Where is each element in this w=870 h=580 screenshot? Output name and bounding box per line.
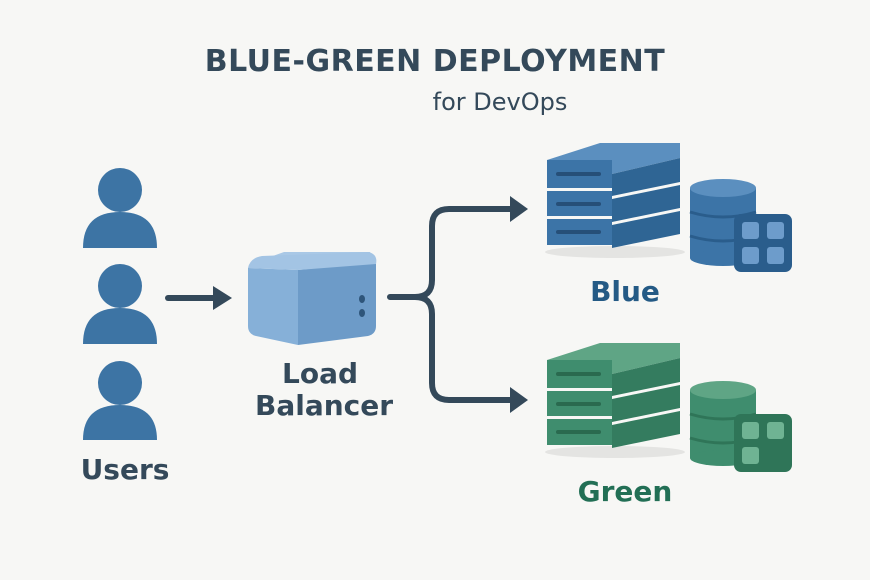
- load-balancer-box-icon: [248, 252, 377, 345]
- arrow-lb-to-green: [412, 294, 528, 413]
- blue-server-stack-icon: [545, 143, 685, 258]
- green-app-grid-icon: [734, 414, 792, 472]
- users-label: Users: [80, 453, 170, 486]
- blue-app-grid-icon: [734, 214, 792, 272]
- user-icon: [83, 264, 157, 344]
- user-icon: [83, 361, 157, 440]
- load-balancer-label: Load Balancer: [220, 358, 420, 422]
- arrow-lb-to-blue: [387, 196, 528, 300]
- blue-environment-label: Blue: [590, 275, 660, 308]
- green-server-stack-icon: [545, 343, 685, 458]
- arrow-users-to-lb: [165, 286, 232, 310]
- load-balancer-label-text: Load Balancer: [255, 357, 394, 422]
- green-environment-label: Green: [577, 475, 673, 508]
- diagram-title: BLUE-GREEN DEPLOYMENT: [204, 44, 666, 79]
- diagram-subtitle: for DevOps: [432, 88, 568, 116]
- user-icon: [83, 168, 157, 248]
